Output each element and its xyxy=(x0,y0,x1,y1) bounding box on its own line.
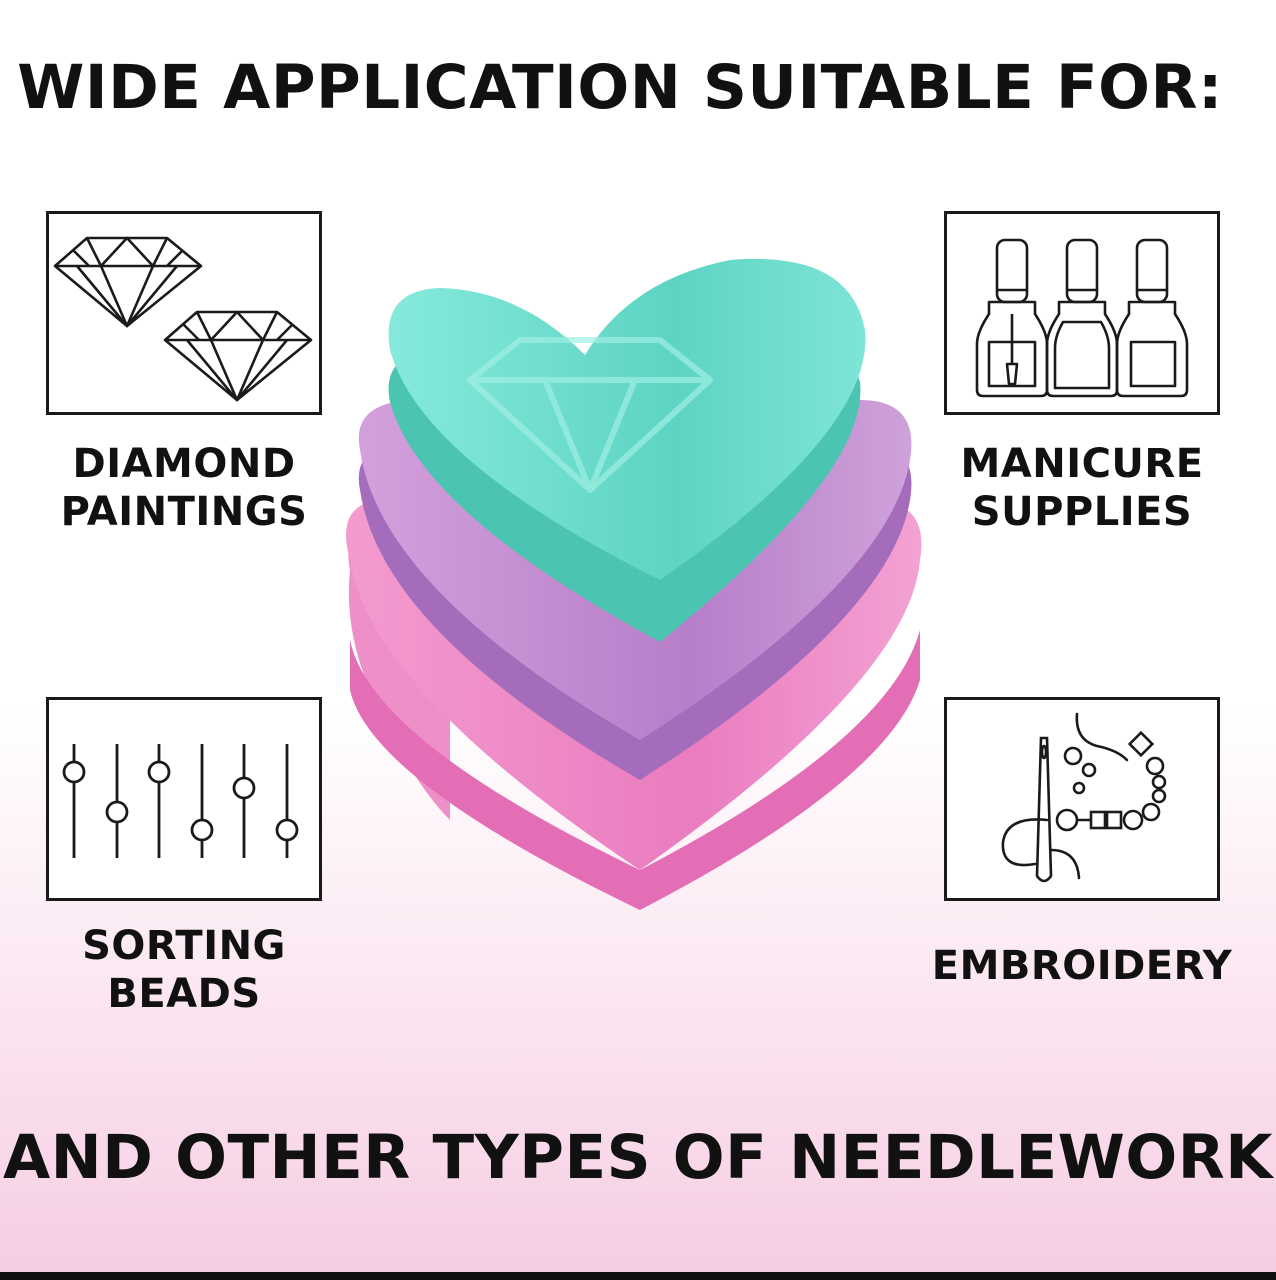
manicure-supplies-box xyxy=(944,211,1220,415)
teal-heart-lid xyxy=(388,258,866,642)
diamond-paintings-box xyxy=(46,211,322,415)
sorting-beads-box xyxy=(46,697,322,901)
footer-caption: AND OTHER TYPES OF NEEDLEWORK xyxy=(2,1122,1274,1193)
bead-sorter-icon xyxy=(62,744,299,858)
nail-polish-icon xyxy=(975,238,1189,398)
page-title: WIDE APPLICATION SUITABLE FOR: xyxy=(17,52,1223,123)
embroidery-needle-icon xyxy=(1001,712,1167,883)
diamond-icon xyxy=(53,236,313,402)
embossed-diamond-icon xyxy=(467,337,713,493)
heart-box-stack-image xyxy=(346,258,922,910)
bottom-bar xyxy=(0,1272,1276,1280)
embroidery-box xyxy=(944,697,1220,901)
embroidery-label: EMBROIDERY xyxy=(931,943,1233,989)
diamond-paintings-label: DIAMOND PAINTINGS xyxy=(60,441,308,535)
sorting-beads-label: SORTING BEADS xyxy=(82,923,286,1017)
manicure-supplies-label: MANICURE SUPPLIES xyxy=(960,441,1204,535)
